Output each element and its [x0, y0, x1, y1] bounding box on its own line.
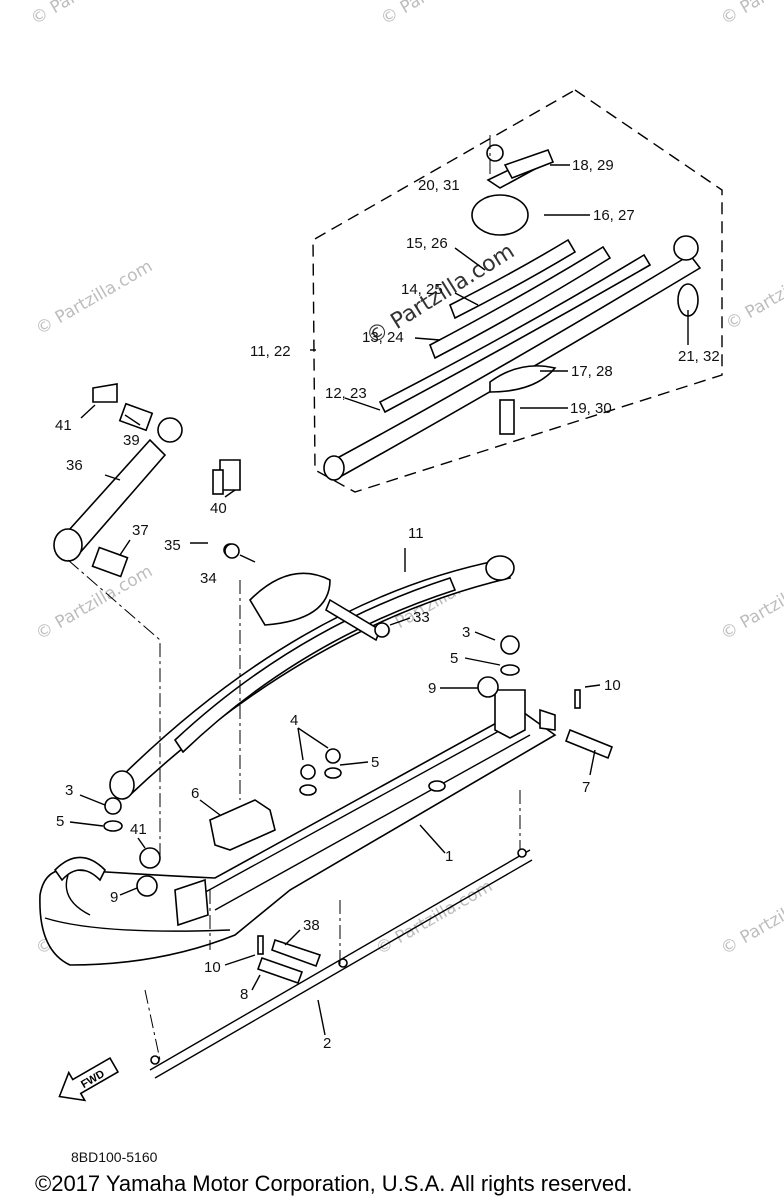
watermark: © Partzilla.com	[718, 0, 784, 29]
callout-7: 7	[582, 779, 590, 796]
callout-38: 38	[303, 917, 320, 934]
callout-10-left: 10	[204, 959, 221, 976]
callout-33: 33	[413, 609, 430, 626]
callout-12-23: 12, 23	[325, 385, 367, 402]
callout-10-right: 10	[604, 677, 621, 694]
watermark: © Partzilla.com	[718, 876, 784, 959]
leaf-spring-lower	[109, 543, 515, 800]
callout-34: 34	[200, 570, 217, 587]
watermark: © Partzilla.com	[723, 251, 784, 334]
callout-40: 40	[210, 500, 227, 517]
ski	[39, 689, 557, 966]
callout-4: 4	[290, 712, 298, 729]
callout-19-30: 19, 30	[570, 400, 612, 417]
callout-41-lower: 41	[130, 821, 147, 838]
callout-16-27: 16, 27	[593, 207, 635, 224]
watermark: © Partzilla.com	[33, 256, 157, 339]
callout-5-middle: 5	[371, 754, 379, 771]
leader-lines	[69, 164, 689, 1036]
callout-18-29: 18, 29	[572, 157, 614, 174]
shock-absorber	[53, 383, 241, 578]
inset-boundary	[312, 89, 723, 493]
callout-37: 37	[132, 522, 149, 539]
callout-8: 8	[240, 986, 248, 1003]
callout-3-left: 3	[65, 782, 73, 799]
callout-14-25: 14, 25	[401, 281, 443, 298]
leaf-spring-inset	[323, 144, 702, 481]
callout-3-right: 3	[462, 624, 470, 641]
callout-21-32: 21, 32	[678, 348, 720, 365]
watermark: © Partzilla.com	[33, 561, 157, 644]
callout-5-left: 5	[56, 813, 64, 830]
copyright-notice: ©2017 Yamaha Motor Corporation, U.S.A. A…	[35, 1171, 632, 1196]
callout-9-right: 9	[428, 680, 436, 697]
callout-17-28: 17, 28	[571, 363, 613, 380]
callout-15-26: 15, 26	[406, 235, 448, 252]
fwd-label: FWD	[79, 1068, 107, 1091]
centerlines	[67, 135, 521, 1061]
watermark: © Partzilla.com	[718, 561, 784, 644]
watermark: © Partzilla.com	[373, 876, 497, 959]
callout-35: 35	[164, 537, 181, 554]
callout-36: 36	[66, 457, 83, 474]
callout-6: 6	[191, 785, 199, 802]
callout-11-22: 11, 22	[250, 343, 291, 360]
callout-39: 39	[123, 432, 140, 449]
diagram-code: 8BD100-5160	[71, 1149, 158, 1165]
callouts: 18, 29 20, 31 16, 27 15, 26 14, 25 13, 2…	[55, 157, 720, 1052]
watermark: © Partzilla.com	[28, 0, 152, 29]
callout-41: 41	[55, 417, 72, 434]
callout-20-31: 20, 31	[418, 177, 460, 194]
callout-1: 1	[445, 848, 453, 865]
hardware	[103, 148, 614, 985]
fwd-arrow: FWD	[58, 1056, 120, 1102]
callout-11: 11	[408, 525, 424, 542]
callout-2: 2	[323, 1035, 331, 1052]
callout-9-left: 9	[110, 889, 118, 906]
callout-13-24: 13, 24	[362, 329, 404, 346]
callout-5-right: 5	[450, 650, 458, 667]
watermark: © Partzilla.com	[378, 0, 502, 29]
